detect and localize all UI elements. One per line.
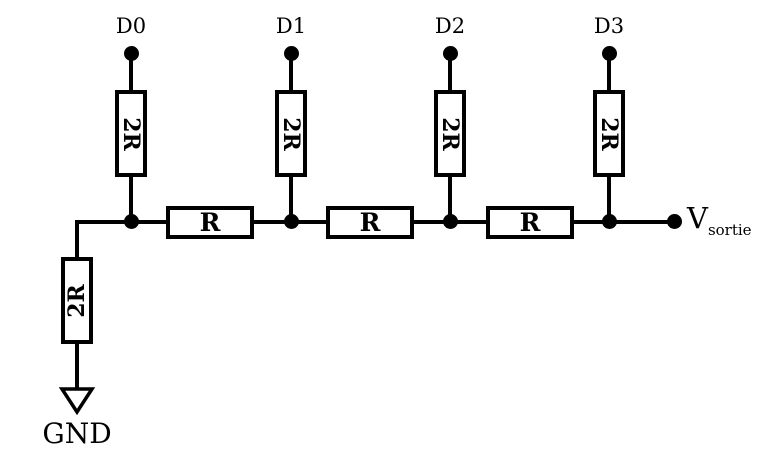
ground-symbol-icon	[59, 387, 95, 415]
wire-segment	[75, 342, 79, 389]
resistor-r-1: R	[166, 206, 254, 239]
output-label-main: V	[687, 201, 708, 235]
resistor-r-3: R	[486, 206, 574, 239]
wire-segment	[448, 53, 452, 92]
input-label-d0: D0	[115, 14, 147, 38]
resistor-r-2: R	[326, 206, 414, 239]
input-branch-d0: D0 2R	[71, 0, 191, 466]
resistor-2r-d0: 2R	[115, 90, 147, 177]
input-label-d1: D1	[275, 14, 307, 38]
resistor-2r-d3: 2R	[593, 90, 625, 177]
output-label-subscript: sortie	[707, 221, 752, 239]
junction-dot	[283, 214, 299, 229]
junction-dot	[123, 214, 139, 229]
wire-segment	[129, 175, 133, 224]
wire-segment	[289, 175, 293, 224]
input-branch-d3: D3 2R	[549, 0, 669, 466]
output-label: Vsortie	[687, 201, 752, 239]
wire-segment	[75, 220, 79, 259]
resistor-value-label: 2R	[278, 116, 304, 151]
resistor-value-label: 2R	[64, 283, 90, 318]
resistor-value-label: R	[199, 208, 221, 237]
wire-segment	[129, 53, 133, 92]
resistor-2r-d1: 2R	[275, 90, 307, 177]
wire-segment	[607, 175, 611, 224]
resistor-value-label: 2R	[437, 116, 463, 151]
resistor-2r-d2: 2R	[434, 90, 466, 177]
junction-dot	[601, 214, 617, 229]
ground-branch: 2R GND	[17, 0, 137, 466]
junction-dot	[442, 214, 458, 229]
resistor-value-label: R	[519, 208, 541, 237]
input-branch-d1: D1 2R	[231, 0, 351, 466]
input-label-d2: D2	[434, 14, 466, 38]
output-terminal-dot	[667, 214, 682, 229]
resistor-value-label: R	[359, 208, 381, 237]
resistor-2r-termination: 2R	[61, 257, 93, 344]
wire-segment	[289, 53, 293, 92]
input-branch-d2: D2 2R	[390, 0, 510, 466]
ground-label: GND	[42, 417, 112, 450]
input-label-d3: D3	[593, 14, 625, 38]
wire-segment	[607, 53, 611, 92]
resistor-value-label: 2R	[596, 116, 622, 151]
wire-segment	[448, 175, 452, 224]
